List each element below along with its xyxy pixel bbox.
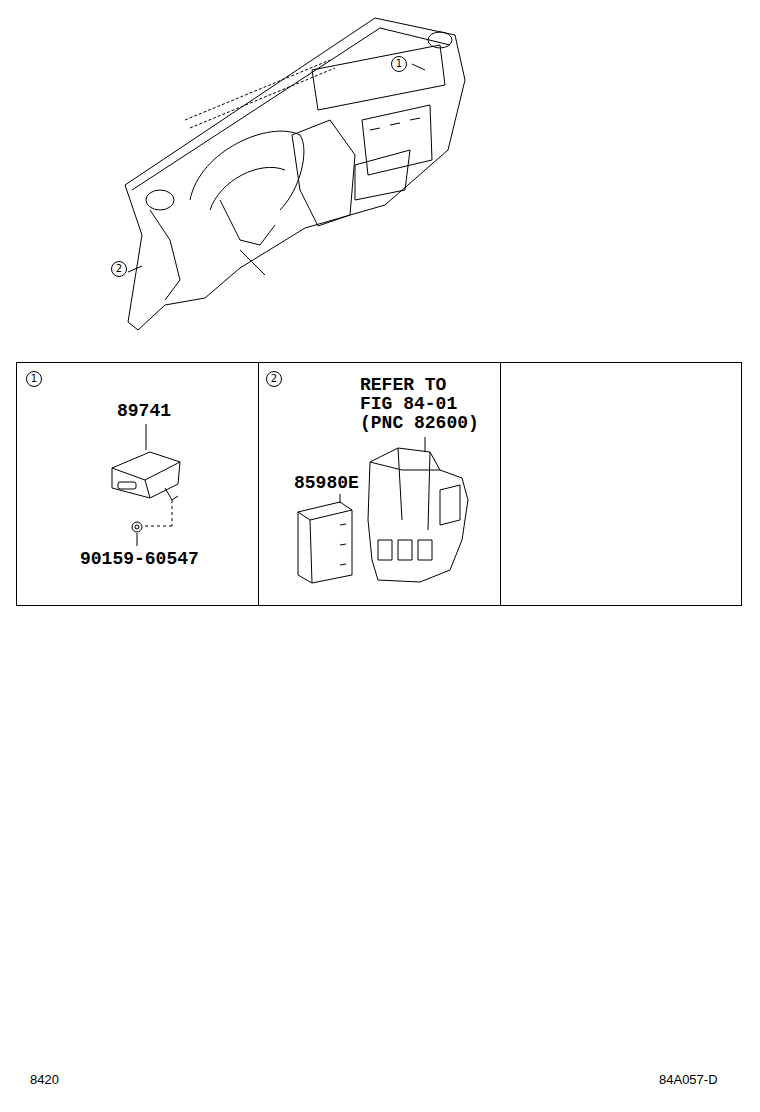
parts-table	[17, 362, 742, 606]
side-vent	[428, 32, 452, 48]
defroster-vent	[185, 60, 330, 120]
page-code: 8420	[30, 1070, 59, 1090]
fuse-block-edges	[370, 448, 440, 530]
leader-line	[128, 266, 142, 272]
part-number: 89741	[117, 401, 171, 421]
dashboard-outline	[125, 18, 465, 330]
part-number: 85980E	[294, 473, 359, 493]
clip	[135, 525, 139, 529]
steering-support	[220, 200, 275, 245]
leader-line	[340, 494, 341, 503]
fuse-slots	[378, 540, 432, 560]
ecu-bracket	[165, 488, 178, 500]
lower-panel	[355, 150, 410, 200]
cluster-hood	[190, 131, 304, 210]
leader-line	[146, 424, 147, 450]
callout-number: 2	[111, 261, 127, 277]
lower-bracket	[240, 250, 265, 275]
table-divider	[258, 362, 259, 606]
callout-number: 1	[391, 56, 407, 72]
part-number: 90159-60547	[80, 549, 199, 569]
side-vent	[146, 190, 174, 210]
relay-drawing	[298, 437, 468, 583]
table-divider	[500, 362, 501, 606]
callout-number: 2	[266, 371, 282, 387]
mount-line	[144, 526, 172, 527]
table-frame	[17, 363, 742, 606]
ecu-connector	[118, 482, 136, 489]
reference-note: REFER TO FIG 84-01 (PNC 82600)	[360, 376, 484, 433]
dashboard-drawing	[125, 18, 465, 330]
mount-line	[172, 500, 173, 526]
fuse-block-body	[368, 448, 468, 582]
side-bracket	[150, 210, 180, 300]
center-panel	[362, 105, 432, 175]
relay-block-detail	[340, 524, 346, 565]
relay-block-body	[298, 502, 352, 583]
clip	[132, 522, 142, 532]
leader-line	[137, 533, 138, 546]
switches	[370, 118, 420, 130]
fuse-block-connector	[440, 485, 460, 525]
ecu-edges	[112, 462, 180, 498]
leader-line	[412, 64, 425, 70]
ecu-drawing	[112, 424, 180, 546]
figure-code: 84A057-D	[659, 1070, 718, 1090]
ecu-body	[112, 452, 180, 498]
center-opening	[292, 120, 355, 226]
callout-number: 1	[26, 371, 42, 387]
leader-line	[425, 437, 426, 452]
glovebox-area	[312, 45, 445, 110]
relay-block-edges	[298, 510, 352, 583]
dashboard-top-edge	[132, 28, 450, 190]
